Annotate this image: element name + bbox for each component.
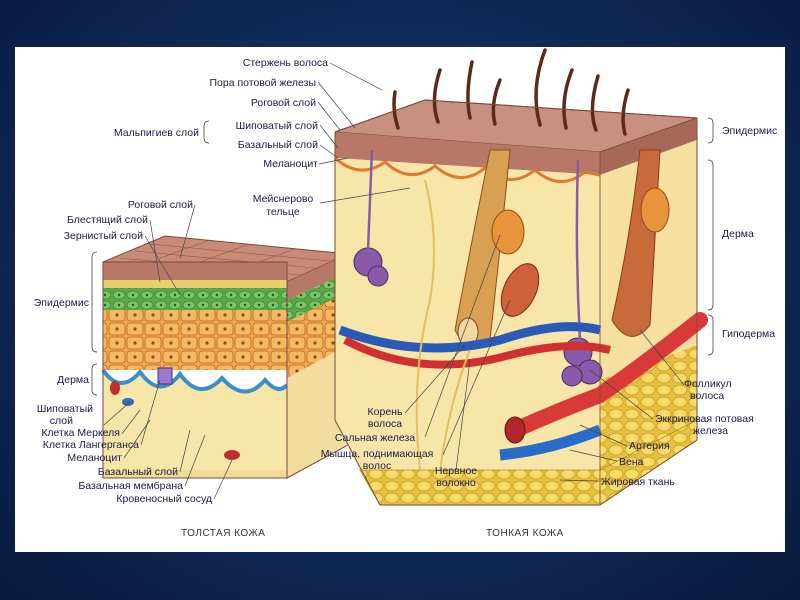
label-hair-root-1: Корень xyxy=(368,406,403,418)
label-blood-vessel: Кровеносный сосуд xyxy=(116,493,212,505)
label-lucid-layer: Блестящий слой xyxy=(67,214,148,226)
thick-skin-block xyxy=(103,236,348,478)
slide-panel: Стержень волоса Пора потовой железы Рого… xyxy=(15,47,785,552)
captions: ТОЛСТАЯ КОЖА ТОНКАЯ КОЖА xyxy=(181,528,564,539)
label-merkel-cell: Клетка Меркеля xyxy=(41,427,120,439)
label-melanocyte-top: Меланоцит xyxy=(263,158,318,170)
label-arrector-2: волос xyxy=(363,460,391,472)
label-eccrine-2: железа xyxy=(693,425,728,437)
label-dermis-thick: Дерма xyxy=(57,374,89,386)
labels-meissner: Мейснерово тельце xyxy=(253,193,314,218)
caption-thick-skin: ТОЛСТАЯ КОЖА xyxy=(181,528,265,539)
label-sweat-pore: Пора потовой железы xyxy=(209,77,316,89)
label-artery: Артерия xyxy=(629,440,670,452)
label-malpighian: Мальпигиев слой xyxy=(114,127,199,139)
label-granular-layer: Зернистый слой xyxy=(64,230,143,242)
label-dermis-thin: Дерма xyxy=(722,228,754,240)
label-nerve-fiber-1: Нервное xyxy=(435,465,477,477)
label-nerve-fiber-2: волокно xyxy=(436,477,476,489)
label-basal-top: Базальный слой xyxy=(238,139,318,151)
label-horny-layer-thick: Роговой слой xyxy=(128,199,193,211)
label-arrector-1: Мышца, поднимающая xyxy=(321,448,434,460)
label-eccrine-1: Эккриновая потовая xyxy=(655,413,754,425)
label-epidermis-thin: Эпидермис xyxy=(722,125,777,137)
label-basal-thick: Базальный слой xyxy=(98,466,178,478)
labels-top: Стержень волоса Пора потовой железы Рого… xyxy=(114,57,328,170)
label-basement-membrane: Базальная мембрана xyxy=(78,480,183,492)
label-sebaceous-gland: Сальная железа xyxy=(335,432,415,444)
label-spinous-thick-2: слой xyxy=(50,415,73,427)
label-spinous-thick-1: Шиповатый xyxy=(37,403,93,415)
label-melanocyte-thick: Меланоцит xyxy=(67,452,122,464)
label-epidermis-thick: Эпидермис xyxy=(34,297,89,309)
skin-diagram: Стержень волоса Пора потовой железы Рого… xyxy=(15,47,785,552)
label-hair-root-2: волоса xyxy=(368,418,402,430)
label-follicle-1: Фолликул xyxy=(684,378,732,390)
label-vein: Вена xyxy=(619,456,644,468)
label-meissner-1: Мейснерово xyxy=(253,193,314,205)
label-langerhans-cell: Клетка Лангерганса xyxy=(43,439,139,451)
label-follicle-2: волоса xyxy=(690,390,724,402)
label-meissner-2: тельце xyxy=(266,206,300,218)
caption-thin-skin: ТОНКАЯ КОЖА xyxy=(486,528,564,539)
label-hair-shaft: Стержень волоса xyxy=(243,57,328,69)
label-spinous-top: Шиповатый слой xyxy=(236,120,319,132)
label-horny-layer-top: Роговой слой xyxy=(251,97,316,109)
label-fat-tissue: Жировая ткань xyxy=(601,476,675,488)
label-hypodermis: Гиподерма xyxy=(722,328,775,340)
